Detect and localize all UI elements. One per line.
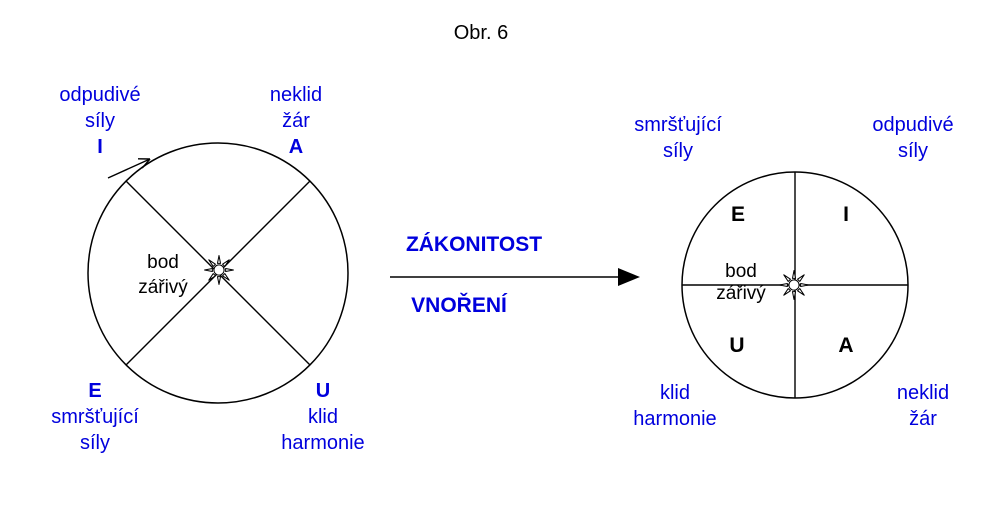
figure-title: Obr. 6 — [453, 22, 509, 44]
left-label-top-left: odpudivé síly I — [20, 82, 180, 160]
label-line: klid — [307, 406, 338, 428]
label-line: síly — [898, 140, 928, 162]
right-center-label: bod zářivý — [699, 261, 783, 305]
quadrant-letter-top-left: E — [730, 203, 745, 226]
left-circle — [87, 142, 349, 404]
label-line: síly — [80, 432, 110, 454]
label-line: odpudivé — [872, 114, 954, 136]
label-line: žár — [282, 110, 310, 132]
label-line: smršťující — [634, 114, 722, 136]
right-label-top-left: smršťující síly — [598, 112, 758, 164]
label-line: klid — [659, 382, 690, 404]
right-label-bottom-right: neklid žár — [843, 380, 988, 432]
label-line: odpudivé — [59, 84, 141, 106]
label-line: harmonie — [633, 408, 717, 430]
left-center-label: bod zářivý — [121, 250, 205, 300]
sun-icon — [779, 270, 809, 300]
quadrant-letter-bottom-right: A — [838, 334, 854, 357]
transform-caption-bottom: VNOŘENÍ — [411, 294, 507, 317]
label-line: zářivý — [716, 283, 766, 304]
quadrant-letter-bottom-left: U — [729, 334, 745, 357]
label-line: harmonie — [281, 432, 365, 454]
label-line: zářivý — [138, 277, 188, 298]
transform-caption-top: ZÁKONITOST — [405, 233, 543, 256]
vowel-letter: I — [97, 136, 103, 158]
label-line: smršťující — [51, 406, 139, 428]
label-line: žár — [909, 408, 937, 430]
left-label-bottom-right: U klid harmonie — [243, 378, 403, 456]
rotation-arrow-icon — [107, 158, 151, 179]
label-line: neklid — [269, 84, 323, 106]
right-label-bottom-left: klid harmonie — [595, 380, 755, 432]
sun-icon — [204, 255, 234, 285]
label-line: síly — [663, 140, 693, 162]
label-line: neklid — [896, 382, 950, 404]
vowel-letter: U — [315, 380, 331, 402]
left-label-top-right: neklid žár A — [216, 82, 376, 160]
vowel-letter: A — [288, 136, 304, 158]
vowel-letter: E — [88, 380, 102, 402]
label-line: bod — [725, 261, 757, 282]
label-line: síly — [85, 110, 115, 132]
label-line: bod — [147, 252, 179, 273]
right-label-top-right: odpudivé síly — [833, 112, 988, 164]
left-label-bottom-left: E smršťující síly — [15, 378, 175, 456]
transform-arrow — [390, 268, 640, 286]
quadrant-letter-top-right: I — [843, 203, 849, 226]
